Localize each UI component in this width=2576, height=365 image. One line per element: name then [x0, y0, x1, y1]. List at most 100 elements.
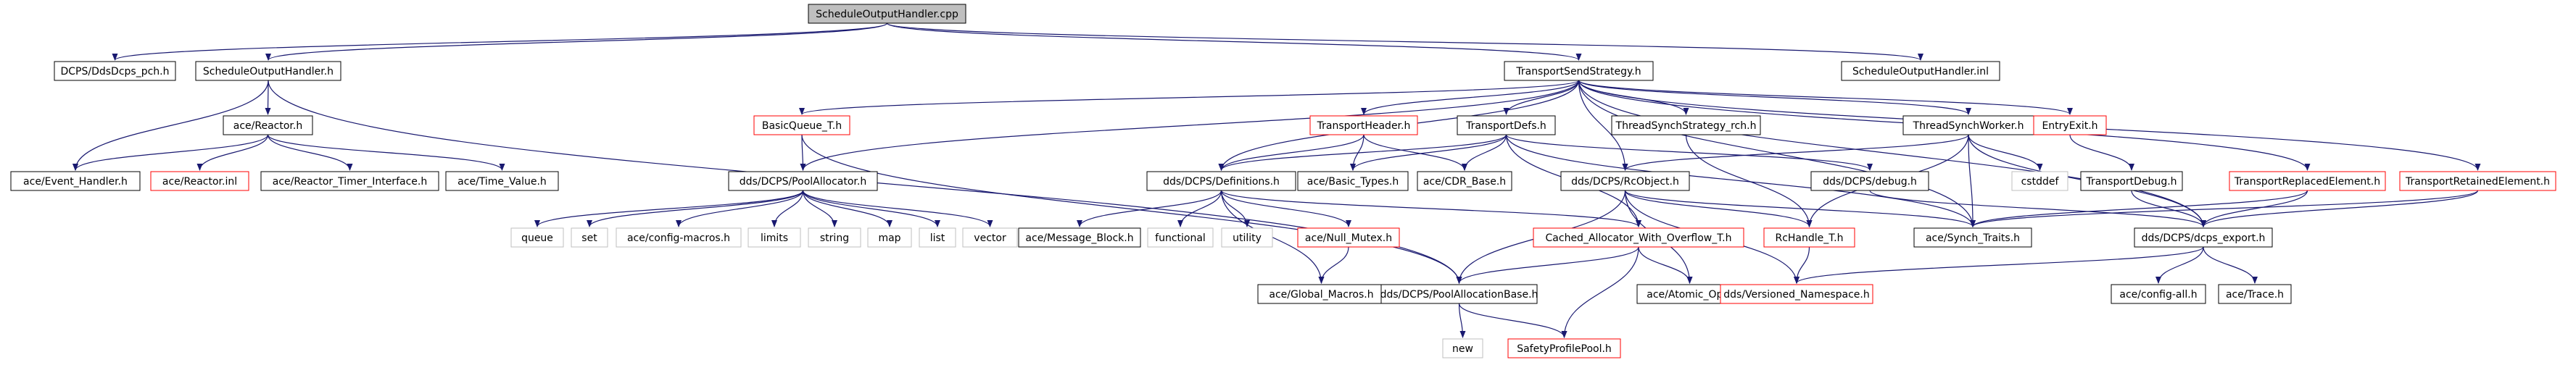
- node-functional: functional: [1147, 227, 1214, 248]
- node-rti[interactable]: ace/Reactor_Timer_Interface.h: [260, 171, 439, 191]
- node-tsw[interactable]: ThreadSynchWorker.h: [1902, 115, 2034, 135]
- node-tdebug[interactable]: TransportDebug.h: [2080, 171, 2183, 191]
- edge-defs-to-cawo: [1220, 190, 1641, 227]
- node-rco[interactable]: dds/DCPS/RcObject.h: [1560, 171, 1690, 191]
- node-box: [260, 171, 439, 191]
- node-cdr[interactable]: ace/CDR_Base.h: [1417, 171, 1512, 191]
- node-box: [1146, 171, 1296, 191]
- node-entryexit[interactable]: EntryExit.h: [2033, 115, 2107, 135]
- node-label: ace/Reactor_Timer_Interface.h: [273, 176, 427, 188]
- node-nullmtx[interactable]: ace/Null_Mutex.h: [1297, 227, 1400, 248]
- node-evh[interactable]: ace/Event_Handler.h: [10, 171, 141, 191]
- edge-trepl-to-synch: [1970, 190, 2308, 227]
- node-queue: queue: [510, 227, 564, 248]
- node-new: new: [1442, 338, 1483, 358]
- node-box: [1841, 61, 2000, 81]
- node-label: TransportDefs.h: [1465, 120, 1546, 132]
- node-box: [1417, 171, 1512, 191]
- node-basic[interactable]: ace/Basic_Types.h: [1297, 171, 1409, 191]
- node-box: [223, 115, 313, 135]
- node-defs[interactable]: dds/DCPS/Definitions.h: [1146, 171, 1296, 191]
- node-list: list: [919, 227, 956, 248]
- edge-rco-to-synch: [1624, 190, 1976, 227]
- node-rch[interactable]: RcHandle_T.h: [1763, 227, 1855, 248]
- node-td[interactable]: TransportDefs.h: [1457, 115, 1556, 135]
- node-label: TransportSendStrategy.h: [1515, 66, 1641, 77]
- edge-pab-to-new: [1458, 303, 1466, 338]
- node-box: [1720, 284, 1873, 304]
- node-vns[interactable]: dds/Versioned_Namespace.h: [1720, 284, 1873, 304]
- edge-pa-to-cfgmac: [676, 190, 804, 227]
- node-box: [2111, 284, 2206, 304]
- edge-tsrch-to-rch: [1685, 134, 1813, 227]
- node-cfgall[interactable]: ace/config-all.h: [2111, 284, 2206, 304]
- edge-cawo-to-spp: [1561, 246, 1639, 338]
- node-export[interactable]: dds/DCPS/dcps_export.h: [2134, 227, 2273, 248]
- node-tsrch[interactable]: ThreadSynchStrategy_rch.h: [1611, 115, 1761, 135]
- node-msgblk[interactable]: ace/Message_Block.h: [1018, 227, 1141, 248]
- edge-defs-to-nullmtx: [1220, 190, 1351, 227]
- node-trace[interactable]: ace/Trace.h: [2218, 284, 2292, 304]
- node-pa[interactable]: dds/DCPS/PoolAllocator.h: [728, 171, 878, 191]
- node-box: [445, 171, 559, 191]
- node-cawo[interactable]: Cached_Allocator_With_Overflow_T.h: [1533, 227, 1744, 248]
- node-box: [1504, 61, 1654, 81]
- node-label: ace/config-macros.h: [627, 232, 730, 244]
- node-box: [2399, 171, 2556, 191]
- node-soh_h[interactable]: ScheduleOutputHandler.h: [195, 61, 341, 81]
- node-synch[interactable]: ace/Synch_Traits.h: [1913, 227, 2032, 248]
- node-box: [2011, 171, 2068, 191]
- node-tret[interactable]: TransportRetainedElement.h: [2399, 171, 2556, 191]
- node-label: utility: [1233, 232, 1262, 244]
- node-trepl[interactable]: TransportReplacedElement.h: [2229, 171, 2386, 191]
- node-map: map: [867, 227, 912, 248]
- node-reactor[interactable]: ace/Reactor.h: [223, 115, 313, 135]
- edge-pa-to-set: [587, 190, 804, 227]
- node-vector: vector: [962, 227, 1018, 248]
- node-box: [195, 61, 341, 81]
- edge-soh_h-to-reactor: [265, 80, 271, 115]
- node-globmac[interactable]: ace/Global_Macros.h: [1257, 284, 1386, 304]
- node-timev[interactable]: ace/Time_Value.h: [445, 171, 559, 191]
- node-label: ThreadSynchStrategy_rch.h: [1615, 120, 1757, 132]
- node-th[interactable]: TransportHeader.h: [1309, 115, 1418, 135]
- node-soh_inl[interactable]: ScheduleOutputHandler.inl: [1841, 61, 2000, 81]
- node-box: [1611, 115, 1761, 135]
- node-box: [2134, 227, 2273, 248]
- node-label: ace/Reactor.h: [233, 120, 302, 132]
- node-pab[interactable]: dds/DCPS/PoolAllocationBase.h: [1380, 284, 1538, 304]
- node-box: [1018, 227, 1141, 248]
- node-label: ace/Null_Mutex.h: [1305, 232, 1392, 244]
- edge-tss-to-td: [1503, 80, 1580, 115]
- node-label: vector: [974, 232, 1006, 244]
- edge-pa-to-map: [802, 190, 893, 227]
- node-box: [2218, 284, 2292, 304]
- node-box: [1380, 284, 1538, 304]
- edge-tsw-to-synch: [1968, 134, 1976, 227]
- node-box: [571, 227, 608, 248]
- edge-tss-to-bq: [799, 80, 1580, 115]
- node-box: [1257, 284, 1386, 304]
- node-bq[interactable]: BasicQueue_T.h: [753, 115, 850, 135]
- node-label: string: [820, 232, 849, 244]
- edge-reactor-to-timev: [267, 134, 505, 171]
- node-ddsdebug[interactable]: dds/DCPS/debug.h: [1810, 171, 1929, 191]
- node-box: [1913, 227, 2032, 248]
- node-label: set: [581, 232, 597, 244]
- node-pch[interactable]: DCPS/DdsDcps_pch.h: [54, 61, 176, 81]
- node-tss[interactable]: TransportSendStrategy.h: [1504, 61, 1654, 81]
- edge-bq-to-pa: [800, 134, 806, 171]
- node-box: [10, 171, 141, 191]
- node-reactor_inl[interactable]: ace/Reactor.inl: [150, 171, 249, 191]
- edge-tsw-to-rco: [1622, 134, 1969, 171]
- node-box: [1560, 171, 1690, 191]
- dependency-nodes: ScheduleOutputHandler.cppDCPS/DdsDcps_pc…: [10, 4, 2556, 358]
- node-box: [1147, 227, 1214, 248]
- node-label: BasicQueue_T.h: [762, 120, 842, 132]
- node-box: [1442, 338, 1483, 358]
- node-label: dds/DCPS/RcObject.h: [1571, 176, 1679, 188]
- node-spp[interactable]: SafetyProfilePool.h: [1507, 338, 1621, 358]
- node-label: ScheduleOutputHandler.cpp: [816, 9, 958, 20]
- node-label: map: [878, 232, 900, 244]
